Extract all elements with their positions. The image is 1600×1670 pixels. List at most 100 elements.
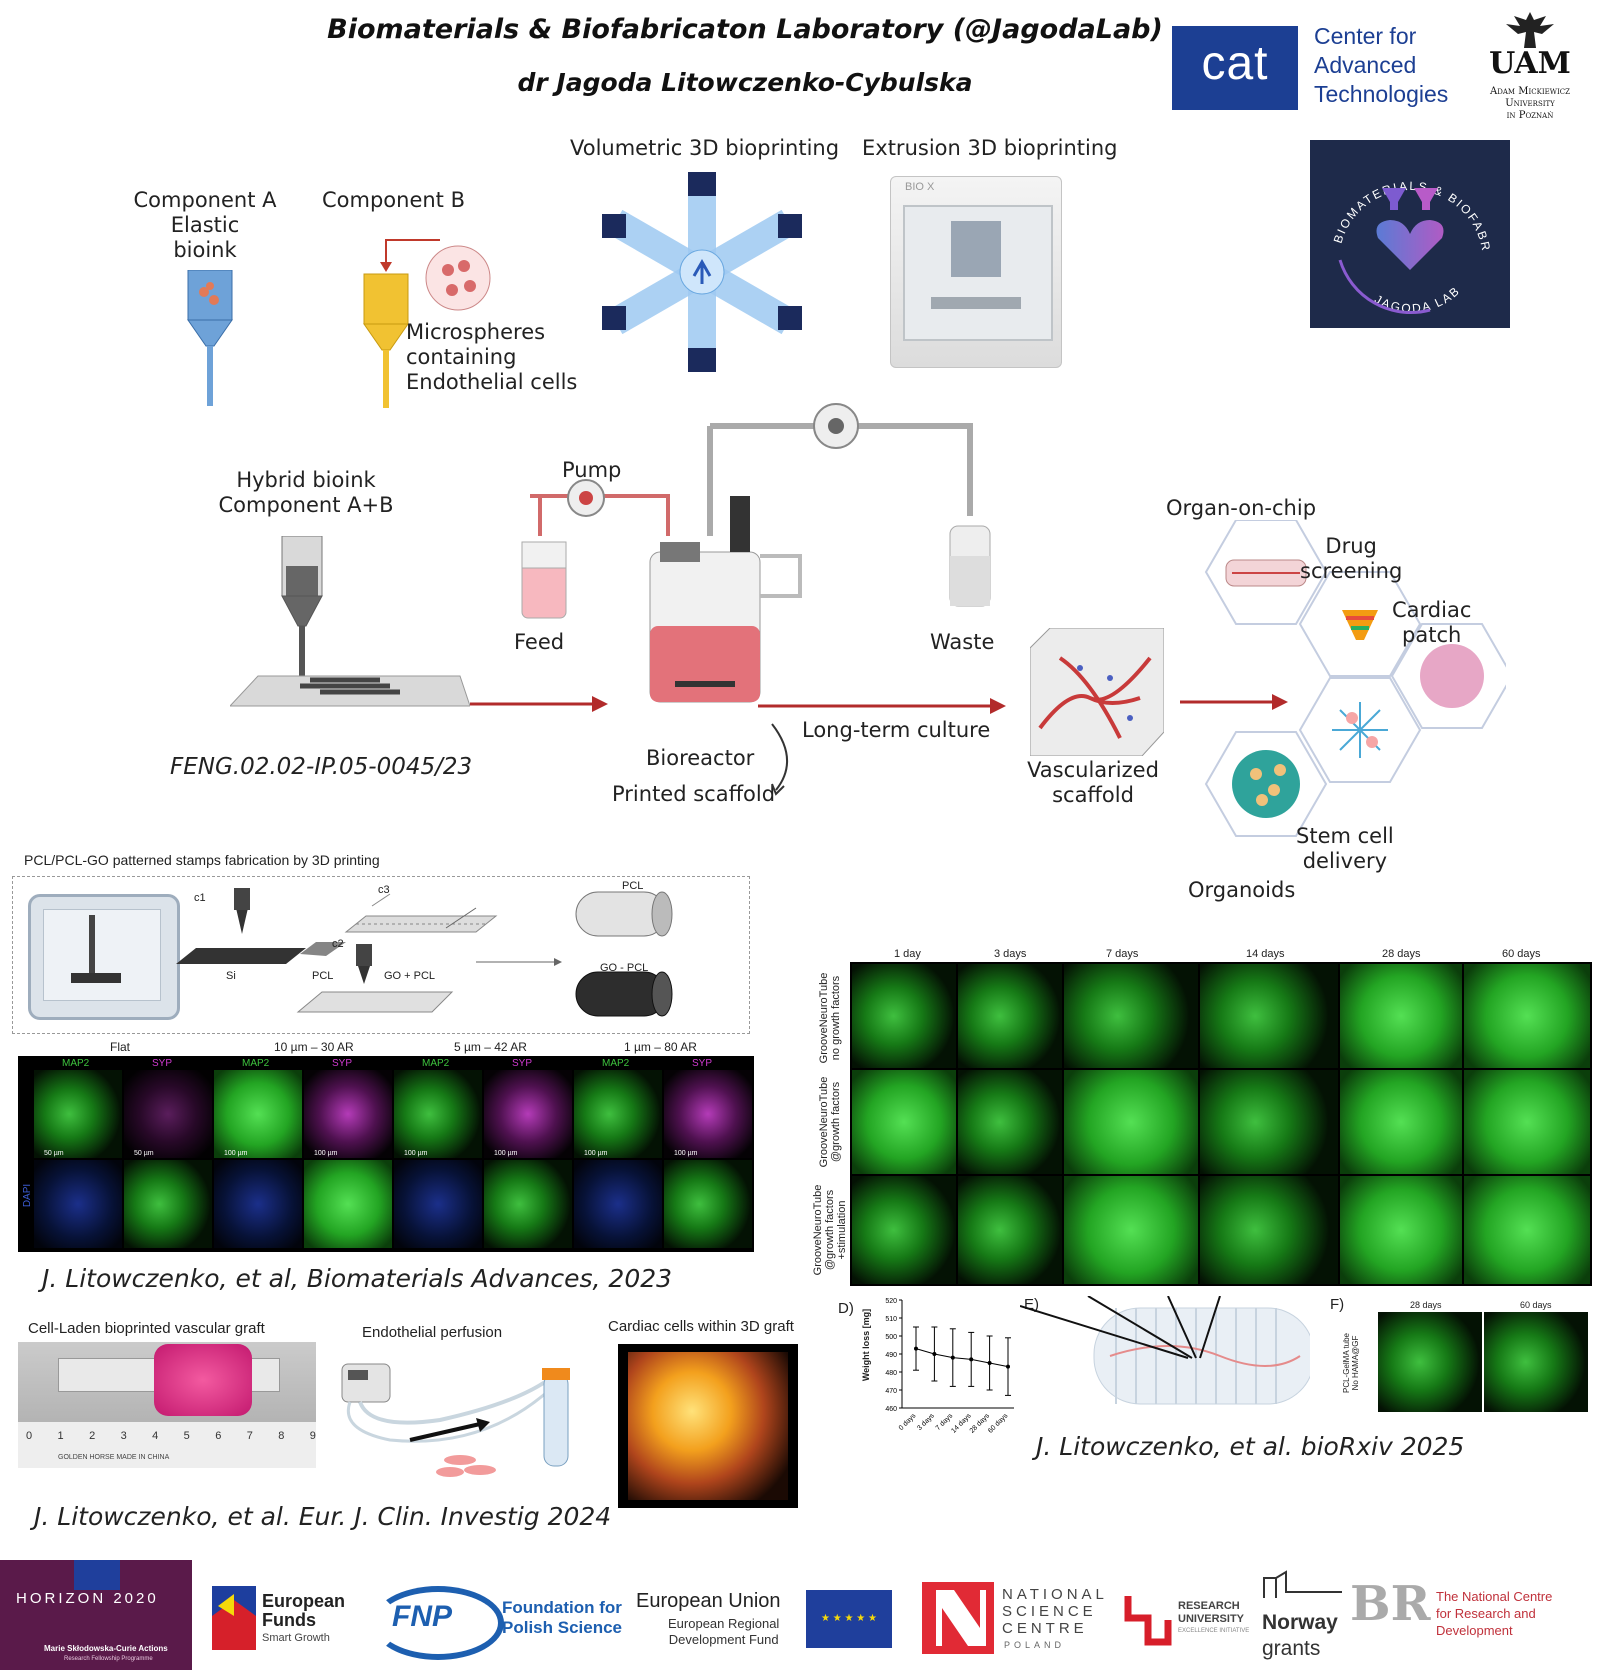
microspheres-label: Microspheres containing Endothelial cell…	[406, 320, 577, 395]
norway-line1: Norway	[1262, 1611, 1338, 1634]
graft-label-2: Endothelial perfusion	[362, 1324, 503, 1341]
fnp-logo: FNP	[372, 1586, 504, 1660]
label-c3: c3	[378, 884, 390, 896]
micro-5-syp	[484, 1070, 572, 1158]
eu-flag-small	[74, 1560, 120, 1590]
neuro-r1-c5	[1340, 964, 1462, 1068]
citation-biorxiv: J. Litowczenko, et al. bioRxiv 2025	[1036, 1432, 1465, 1461]
uam-name-line1: Adam Mickiewicz	[1490, 86, 1570, 97]
micro-5-map2	[394, 1070, 482, 1158]
data-point	[932, 1352, 937, 1356]
organoids-label: Organoids	[1188, 878, 1296, 902]
panel-f-label: F)	[1330, 1296, 1345, 1313]
neuro-r2-c5	[1340, 1070, 1462, 1174]
ncbr-line1: The National Centre	[1436, 1589, 1553, 1604]
printer-heads	[951, 221, 1001, 277]
ncn-logo-icon	[922, 1582, 994, 1654]
f-img-60	[1484, 1312, 1588, 1412]
ncn-sub: POLAND	[1004, 1640, 1066, 1650]
stain-map2-3: MAP2	[422, 1058, 450, 1069]
stamps-title: PCL/PCL-GO patterned stamps fabrication …	[24, 852, 380, 868]
y-tick-label: 480	[885, 1370, 897, 1377]
row1-line1: GrooveNeuroTube	[818, 972, 830, 1064]
micro-flat-syp	[124, 1070, 212, 1158]
research-university-icon	[1124, 1596, 1172, 1646]
label-tube-go: GO - PCL	[600, 962, 649, 974]
cat-logo-text: cat	[1201, 37, 1269, 90]
norway-text: Norway grants	[1262, 1610, 1338, 1662]
ruler-numbers: 0 1 2 3 4 5 6 7 8 9	[26, 1430, 316, 1442]
scale-50-a: 50 µm	[44, 1150, 64, 1157]
perfusion-illustration	[341, 1363, 570, 1477]
syringe-b-icon	[363, 239, 491, 408]
hybrid-printing-icon	[230, 536, 470, 707]
norway-line2: grants	[1262, 1637, 1321, 1660]
graft-label-1: Cell-Laden bioprinted vascular graft	[28, 1320, 265, 1337]
neuro-r3-c5	[1340, 1176, 1462, 1284]
long-term-label: Long-term culture	[802, 718, 991, 742]
stain-syp-4: SYP	[692, 1058, 713, 1069]
neuro-r2-c2	[958, 1070, 1062, 1174]
uam-mark: UAM	[1489, 46, 1571, 81]
eu-text: European Union	[636, 1590, 781, 1612]
research-uni-text: RESEARCH UNIVERSITY	[1178, 1600, 1244, 1626]
x-tick-label: 0 days	[898, 1412, 918, 1432]
component-a-line1: Component A	[133, 188, 277, 212]
waste-label: Waste	[930, 630, 995, 654]
stem-line1: Stem cell	[1296, 824, 1394, 848]
ruler-4: 4	[152, 1430, 159, 1442]
msca-sub: Research Fellowship Programme	[64, 1656, 153, 1662]
neuro-r1-c1	[852, 964, 956, 1068]
ruler-9: 9	[309, 1430, 316, 1442]
fnp-mark: FNP	[392, 1600, 452, 1633]
neuro-tube-illustration	[1020, 1296, 1310, 1405]
row3-line1: GrooveNeuroTube	[812, 1184, 824, 1276]
citation-eur-j: J. Litowczenko, et al. Eur. J. Clin. Inv…	[34, 1502, 612, 1531]
day-7: 7 days	[1106, 948, 1139, 960]
microspheres-line2: containing	[406, 345, 517, 369]
stain-map2-2: MAP2	[242, 1058, 270, 1069]
hybrid-line2: Component A+B	[218, 493, 394, 517]
label-c1: c1	[194, 892, 206, 904]
bioreactor-label: Bioreactor	[646, 746, 755, 770]
stain-syp-1: SYP	[152, 1058, 173, 1069]
neuro-r3-c1	[852, 1176, 956, 1284]
neuro-r2-c1	[852, 1070, 956, 1174]
y-tick-label: 500	[885, 1334, 897, 1341]
vascularized-line2: scaffold	[1052, 783, 1134, 807]
neuro-r2-c6	[1464, 1070, 1590, 1174]
scale-100-c: 100 µm	[404, 1150, 428, 1157]
arrow-hybrid-to-bioreactor	[470, 696, 608, 712]
page-subtitle: dr Jagoda Litowczenko-Cybulska	[517, 68, 973, 97]
day-14: 14 days	[1246, 948, 1285, 960]
drug-line2: screening	[1300, 559, 1403, 583]
row3-line2: @growth factors	[824, 1189, 836, 1271]
row2-line2: @growth factors	[830, 1081, 842, 1163]
horizon-msca-logo: HORIZON 2020 Marie Skłodowska-Curie Acti…	[0, 1560, 192, 1670]
x-tick-label: 3 days	[916, 1412, 936, 1432]
printed-scaffold-label: Printed scaffold	[612, 782, 776, 806]
vascularized-label: Vascularized scaffold	[1018, 758, 1168, 808]
micro-10-map2	[214, 1070, 302, 1158]
research-uni-sub: EXCELLENCE INITIATIVE	[1178, 1628, 1250, 1634]
data-point	[1006, 1364, 1010, 1369]
ruler-6: 6	[215, 1430, 222, 1442]
ncn-text: NATIONAL SCIENCE CENTRE	[1002, 1586, 1108, 1637]
scale-50-b: 50 µm	[134, 1150, 154, 1157]
graft-photo: GOLDEN HORSE MADE IN CHINA 0 1 2 3 4 5 6…	[18, 1342, 316, 1468]
ruler-1: 1	[57, 1430, 64, 1442]
eu-sub-line1: European Regional	[668, 1616, 780, 1631]
ruler-5: 5	[183, 1430, 190, 1442]
col-flat: Flat	[110, 1040, 131, 1054]
printer-bed	[931, 297, 1021, 309]
f-ylabel-2: No HAMA@GF	[1351, 1335, 1360, 1391]
fnp-line2: Polish Science	[502, 1618, 622, 1637]
stain-map2-4: MAP2	[602, 1058, 630, 1069]
component-a-label: Component A Elastic bioink	[120, 188, 290, 263]
ruler-3: 3	[120, 1430, 127, 1442]
volumetric-label: Volumetric 3D bioprinting	[570, 136, 840, 160]
volumetric-printer-icon	[602, 172, 802, 372]
ruler-7: 7	[246, 1430, 253, 1442]
cardiac-line1: Cardiac	[1392, 598, 1472, 622]
micro-flat-dapi	[34, 1160, 122, 1248]
